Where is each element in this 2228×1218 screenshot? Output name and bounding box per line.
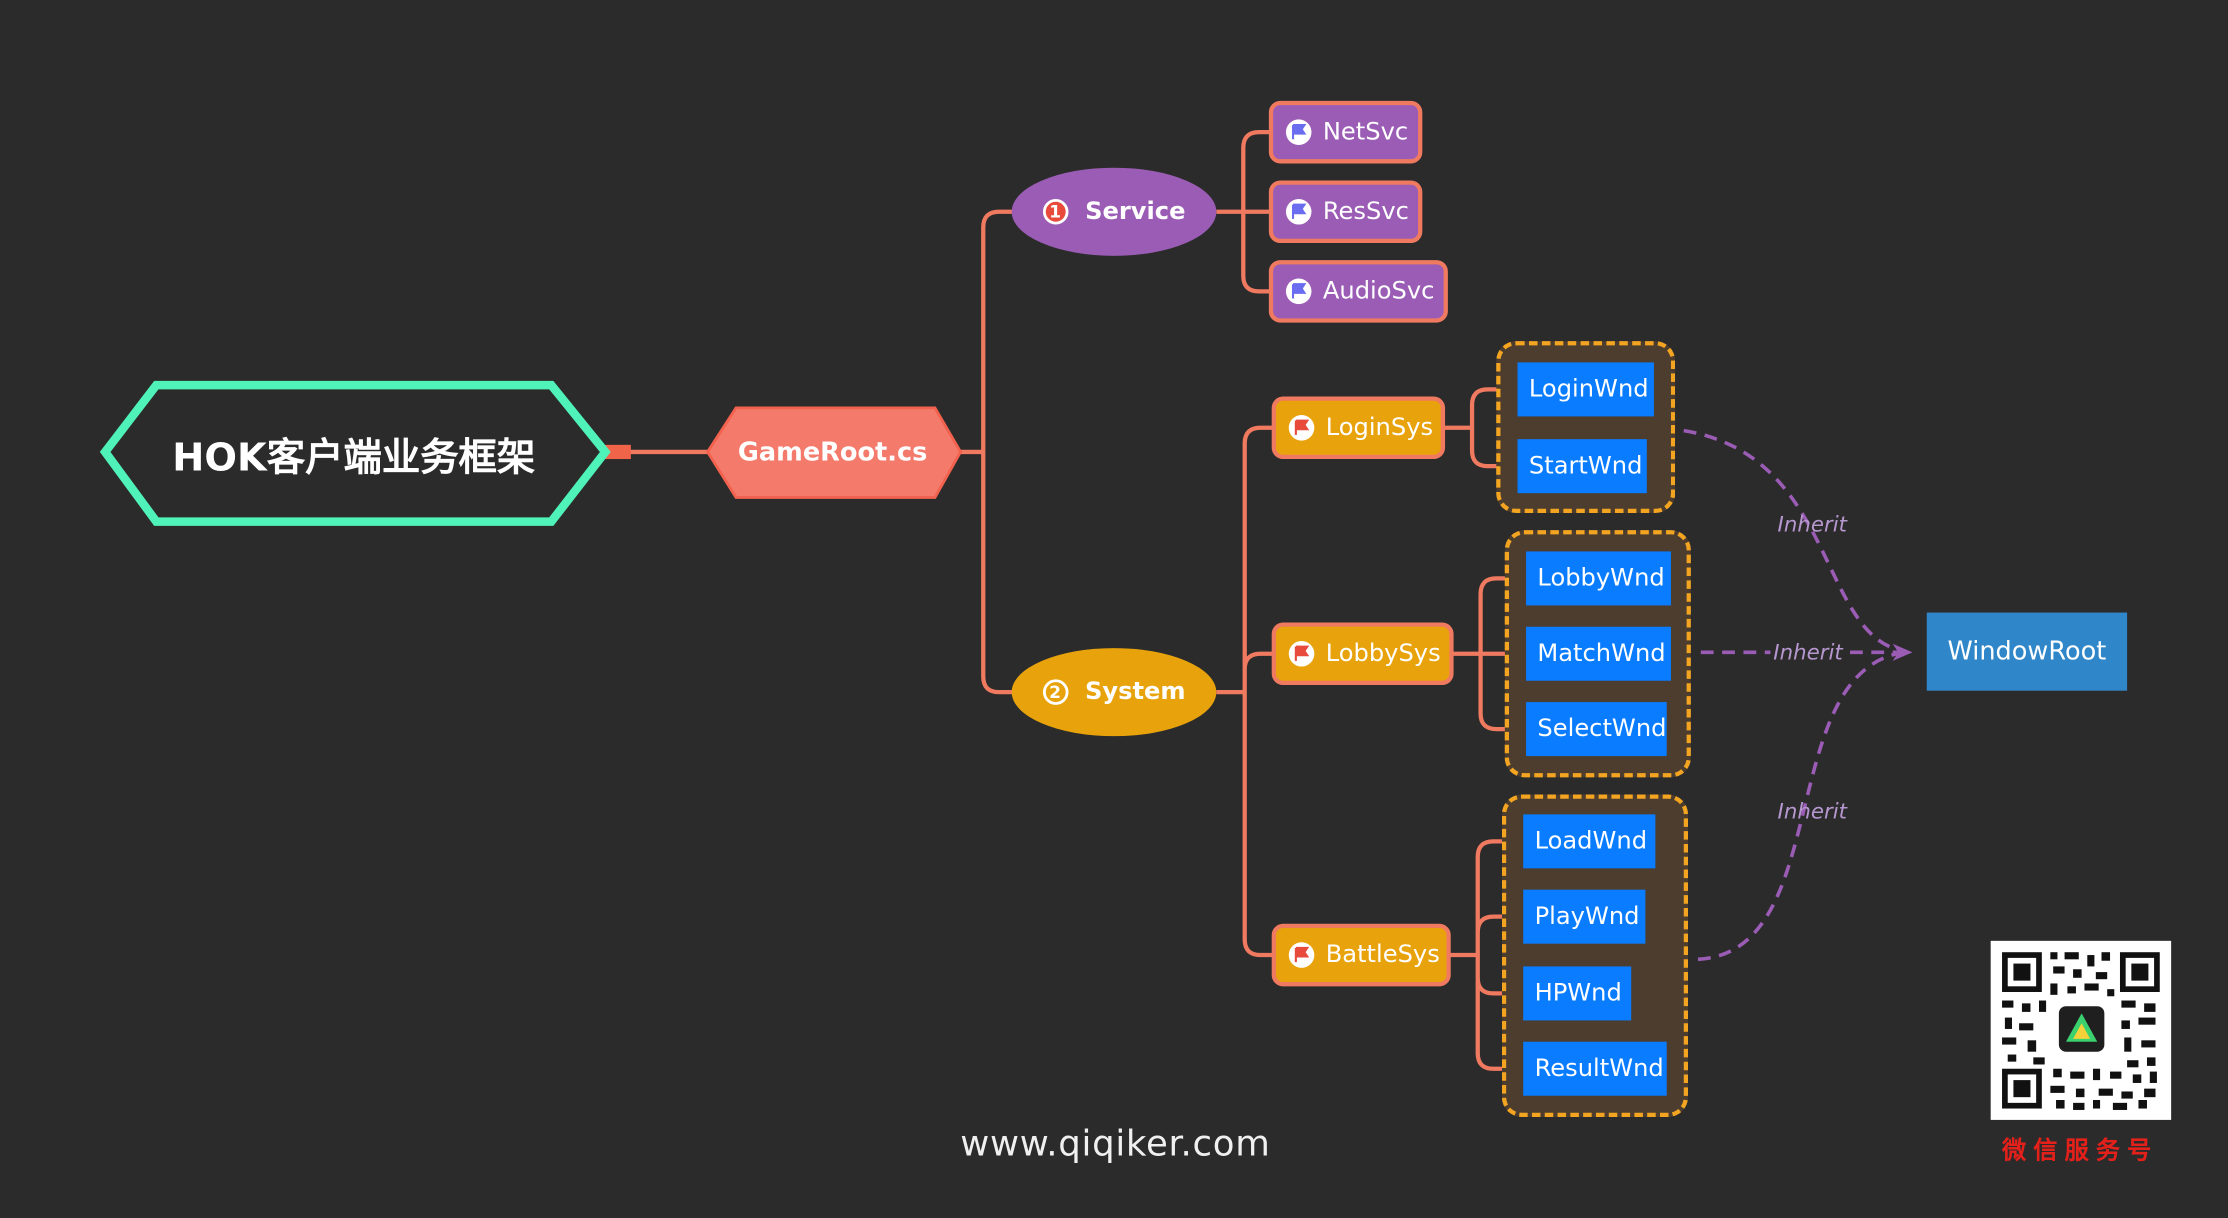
- service-node[interactable]: 1 Service: [1017, 183, 1210, 240]
- window-matchwnd[interactable]: MatchWnd: [1526, 626, 1671, 681]
- window-root-node[interactable]: WindowRoot: [1926, 612, 2128, 691]
- system-item-lobbysys[interactable]: LobbySys: [1271, 622, 1454, 686]
- connector-service-leaves: [1216, 130, 1274, 294]
- system-item-label: BattleSys: [1325, 940, 1440, 970]
- system-item-label: LobbySys: [1325, 639, 1441, 668]
- service-item-label: ResSvc: [1322, 197, 1409, 226]
- window-startwnd[interactable]: StartWnd: [1517, 439, 1647, 494]
- qr-caption: 微信服务号: [2002, 1136, 2159, 1165]
- root-hexagon: [99, 380, 611, 526]
- window-resultwnd[interactable]: ResultWnd: [1523, 1041, 1667, 1096]
- flag-icon: [1285, 198, 1312, 225]
- qr-code-icon: [2002, 952, 2160, 1110]
- connector-lobbysys-windows: [1452, 576, 1527, 732]
- system-label: System: [1084, 677, 1186, 707]
- service-item-audiosvc[interactable]: AudioSvc: [1268, 260, 1448, 323]
- service-item-ressvc[interactable]: ResSvc: [1268, 180, 1423, 244]
- system-ellipse: [1011, 648, 1217, 737]
- system-item-battlesys[interactable]: BattleSys: [1271, 923, 1451, 987]
- window-lobbywnd[interactable]: LobbyWnd: [1526, 551, 1671, 606]
- service-item-label: NetSvc: [1322, 117, 1409, 147]
- system-item-label: LoginSys: [1325, 413, 1434, 442]
- root-title: HOK客户端业务框架: [172, 435, 536, 480]
- system-node[interactable]: 2 System: [1017, 664, 1210, 721]
- service-label: Service: [1085, 197, 1186, 226]
- system-item-loginsys[interactable]: LoginSys: [1271, 396, 1446, 460]
- number-one-icon: 1: [1042, 198, 1069, 225]
- gameroot-label: GameRoot.cs: [737, 437, 928, 467]
- window-loadwnd[interactable]: LoadWnd: [1523, 814, 1656, 869]
- connector-system-leaves: [1216, 425, 1275, 958]
- service-item-label: AudioSvc: [1322, 277, 1435, 306]
- connector-loginsys-windows: [1443, 387, 1518, 469]
- connector-battlesys-windows: [1449, 839, 1524, 1071]
- window-hpwnd[interactable]: HPWnd: [1523, 966, 1632, 1021]
- connector-root-stub: [605, 444, 631, 460]
- flag-icon: [1285, 119, 1312, 145]
- inherit-arrow-battle: [1697, 652, 1898, 962]
- inherit-label: Inherit: [1777, 511, 1848, 538]
- inherit-label: Inherit: [1777, 798, 1848, 825]
- window-playwnd[interactable]: PlayWnd: [1523, 889, 1646, 944]
- footer-url[interactable]: www.qiqiker.com: [960, 1122, 1271, 1164]
- inherit-label: Inherit: [1770, 639, 1846, 666]
- window-selectwnd[interactable]: SelectWnd: [1526, 702, 1667, 757]
- service-item-netsvc[interactable]: NetSvc: [1268, 100, 1423, 164]
- window-loginwnd[interactable]: LoginWnd: [1517, 362, 1654, 417]
- number-two-icon: 2: [1042, 679, 1068, 705]
- flag-icon: [1288, 640, 1315, 667]
- gameroot-hexagon: [705, 406, 963, 499]
- inherit-arrow-login: [1683, 428, 1898, 652]
- service-ellipse: [1011, 167, 1217, 256]
- arrowhead: [1892, 643, 1913, 661]
- flag-icon: [1285, 278, 1312, 305]
- connector-gameroot-branches: [960, 209, 1015, 695]
- flag-icon: [1288, 942, 1315, 968]
- qr-code-image: [1990, 940, 2172, 1120]
- flag-icon: [1288, 414, 1315, 441]
